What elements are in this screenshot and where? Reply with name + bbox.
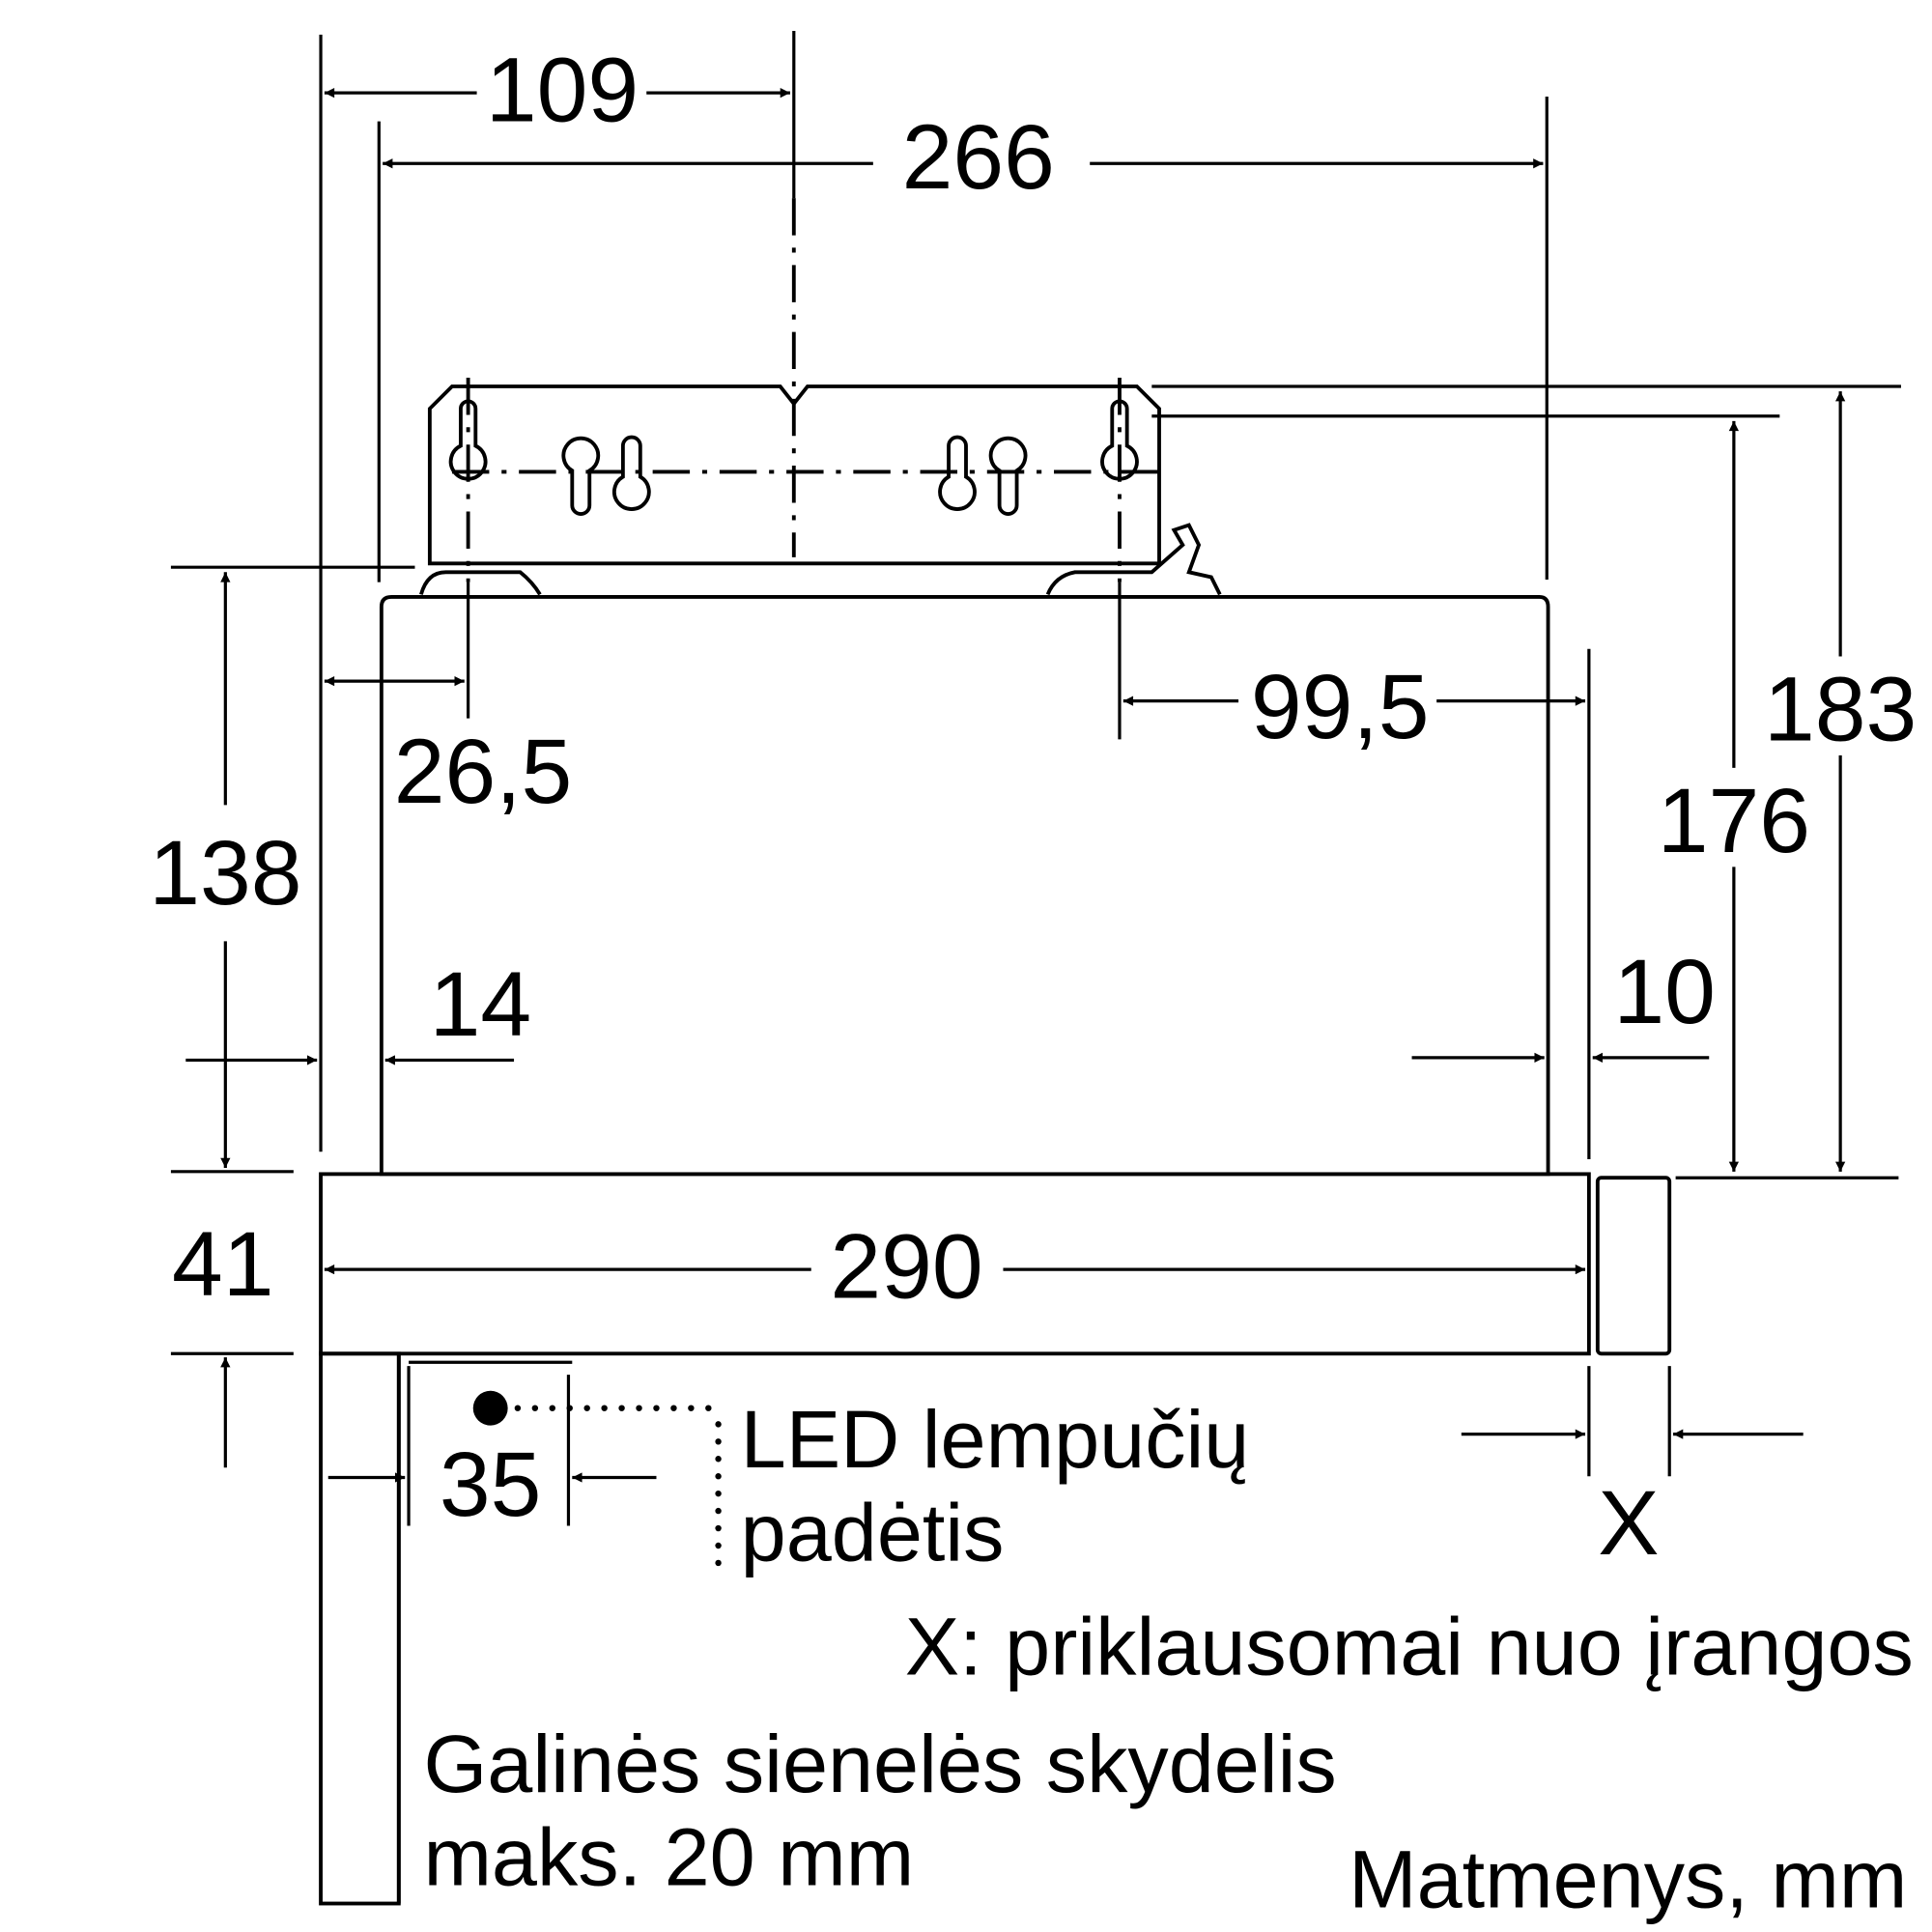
hood-body bbox=[319, 523, 1672, 1906]
dim-138: 138 bbox=[149, 822, 301, 924]
dimension-lines bbox=[185, 88, 1846, 1483]
dim-183: 183 bbox=[1764, 659, 1917, 761]
led-label-line2: padėtis bbox=[741, 1486, 1005, 1577]
led-position-marker bbox=[472, 1390, 722, 1582]
led-label-line1: LED lempučių bbox=[741, 1393, 1250, 1485]
extension-lines bbox=[170, 31, 1901, 1526]
dim-26-5: 26,5 bbox=[394, 721, 573, 823]
panel-label-line1: Galinės sienelės skydelis bbox=[423, 1718, 1336, 1809]
dim-14: 14 bbox=[430, 953, 532, 1056]
units-label: Matmenys, mm bbox=[1349, 1833, 1907, 1924]
dim-99-5: 99,5 bbox=[1251, 656, 1430, 758]
dim-35: 35 bbox=[440, 1434, 542, 1536]
annotations: LED lempučių padėtis X: priklausomai nuo… bbox=[423, 1393, 1913, 1924]
dim-10: 10 bbox=[1613, 941, 1716, 1043]
mounting-bracket bbox=[427, 198, 1161, 582]
x-note: X: priklausomai nuo įrangos bbox=[905, 1600, 1914, 1691]
dimension-values: 109 266 26,5 99,5 183 176 138 14 10 41 2… bbox=[149, 40, 1917, 1575]
dim-x: X bbox=[1598, 1472, 1659, 1575]
dim-176: 176 bbox=[1658, 770, 1810, 872]
dim-290: 290 bbox=[830, 1216, 982, 1319]
dim-266: 266 bbox=[902, 106, 1055, 209]
keyhole-icon bbox=[448, 399, 1139, 516]
dim-109: 109 bbox=[486, 40, 639, 142]
dim-41: 41 bbox=[172, 1213, 274, 1316]
panel-label-line2: maks. 20 mm bbox=[423, 1810, 914, 1902]
